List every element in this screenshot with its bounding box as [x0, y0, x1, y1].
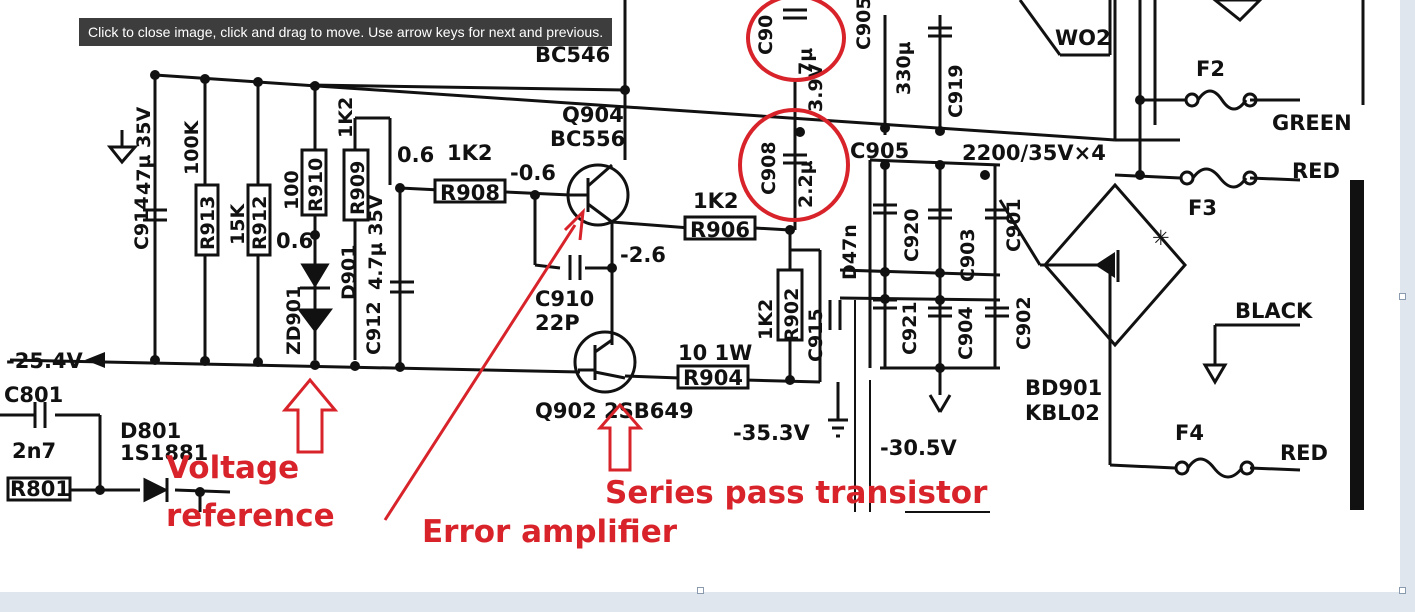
label-f2: F2 [1196, 57, 1225, 81]
thick-bus-bar [1350, 180, 1364, 510]
label-c914-val: 47µ 35V [133, 107, 155, 195]
label-c919: C919 [945, 64, 967, 118]
label-f4: F4 [1175, 421, 1204, 445]
transistors [566, 163, 637, 394]
label-c914: C914 [131, 196, 153, 250]
label-r910-val: 100 [281, 170, 303, 210]
label-r904: R904 [683, 366, 743, 390]
label-r913: R913 [197, 196, 219, 250]
label-r913-val: 100K [181, 119, 203, 175]
label-v-neg305: -30.5V [880, 436, 958, 460]
resistors [6, 148, 804, 502]
series-pass-up-arrow [596, 402, 644, 472]
ground-symbols [106, 130, 1228, 438]
diodes [143, 263, 333, 503]
junction-dots [95, 70, 1145, 497]
image-viewer-frame[interactable]: BC546 C914 47µ 35V 100K R913 15K R912 0.… [0, 0, 1400, 592]
label-kbl02: KBL02 [1025, 401, 1100, 425]
label-f3: F3 [1188, 196, 1217, 220]
resize-handle-bottom[interactable] [697, 587, 704, 594]
error-amp-arrow-line [383, 224, 577, 521]
label-v-06a: 0.6 [276, 229, 313, 253]
output-arrow [85, 352, 105, 368]
label-bd901: BD901 [1025, 376, 1102, 400]
label-c904: C904 [955, 306, 977, 360]
bridge-rectifier [1043, 182, 1187, 348]
label-v-neg353: -35.3V [733, 421, 811, 445]
label-c902: C902 [1013, 296, 1035, 350]
bottom-fragments [854, 300, 990, 513]
label-r912: R912 [249, 196, 271, 250]
label-black: BLACK [1235, 299, 1313, 323]
highlight-circle-top [746, 0, 846, 82]
label-r902: R902 [781, 288, 803, 342]
annotation-voltage-reference-line2: reference [166, 498, 335, 534]
label-q-top: BC546 [535, 43, 610, 67]
label-d801: D801 [120, 419, 181, 443]
label-cap-bank: 2200/35V×4 [962, 141, 1106, 165]
label-r910: R910 [305, 158, 327, 212]
label-r909-val: 1K2 [335, 97, 357, 138]
annotation-series-pass: Series pass transistor [605, 475, 988, 511]
label-star-mark: ✳ [1152, 226, 1170, 250]
fuses [1174, 89, 1258, 479]
label-c908: C908 [758, 141, 780, 195]
label-c910: C910 [535, 287, 594, 311]
label-d901: D901 [338, 245, 360, 300]
label-red-bottom: RED [1280, 441, 1328, 465]
label-c912-val: 4.7µ 35V [365, 194, 387, 290]
label-r906: R906 [690, 218, 750, 242]
label-c90x: C90 [755, 15, 777, 55]
schematic-image[interactable]: BC546 C914 47µ 35V 100K R913 15K R912 0.… [0, 0, 1400, 592]
label-v-neg06: -0.6 [510, 161, 556, 185]
label-c905: C905 [850, 139, 909, 163]
annotation-error-amplifier: Error amplifier [422, 514, 678, 550]
label-c801-val: 2n7 [12, 439, 56, 463]
label-r902-val: 1K2 [755, 299, 777, 340]
voltage-ref-up-arrow [281, 377, 339, 454]
label-c908-val: 2.2µ [795, 160, 817, 208]
schematic-labels: BC546 C914 47µ 35V 100K R913 15K R912 0.… [4, 0, 1352, 501]
label-r904-val: 10 1W [678, 341, 752, 365]
label-c901: C901 [1003, 198, 1025, 252]
label-c905-top: C905 [853, 0, 875, 50]
resize-handle-corner[interactable] [1399, 587, 1406, 594]
label-c903: C903 [957, 228, 979, 282]
label-v-neg26: -2.6 [620, 243, 666, 267]
label-r912-val: 15K [227, 203, 249, 245]
label-r906-val: 1K2 [693, 189, 739, 213]
label-c921: C921 [899, 301, 921, 355]
label-c801: C801 [4, 383, 63, 407]
label-d801-type: 1S1881 [120, 441, 208, 465]
label-green: GREEN [1272, 111, 1352, 135]
label-wo2: WO2 [1055, 26, 1111, 50]
label-r801: R801 [10, 477, 70, 501]
label-c906-val: 7µ [795, 48, 817, 75]
highlight-circle-c908 [738, 108, 850, 222]
label-q904-type: BC556 [550, 127, 625, 151]
resize-handle-right[interactable] [1399, 293, 1406, 300]
viewer-tooltip: Click to close image, click and drag to … [79, 18, 613, 46]
label-c919-val: 330µ [893, 41, 915, 95]
label-d47n: D47n [839, 224, 861, 280]
label-r909: R909 [347, 161, 369, 215]
label-c910-val: 22P [535, 311, 580, 335]
label-c912: C912 [363, 301, 385, 355]
label-c920: C920 [901, 208, 923, 262]
label-r908-val: 1K2 [447, 141, 493, 165]
annotation-voltage-reference-line1: Voltage [166, 450, 299, 486]
bridge-diode-symbol [1095, 252, 1115, 278]
label-red-top: RED [1292, 159, 1340, 183]
capacitors [33, 8, 1009, 428]
label-zd901: ZD901 [283, 286, 305, 355]
red-annotations: Voltage reference Error amplifier Series… [166, 0, 988, 550]
error-amp-arrowhead [563, 207, 585, 241]
label-r908: R908 [440, 181, 500, 205]
label-v-neg254: -25.4V [6, 349, 84, 373]
label-q904: Q904 [562, 103, 624, 127]
label-v-06b: 0.6 [397, 143, 434, 167]
label-c915: C915 [805, 308, 827, 362]
